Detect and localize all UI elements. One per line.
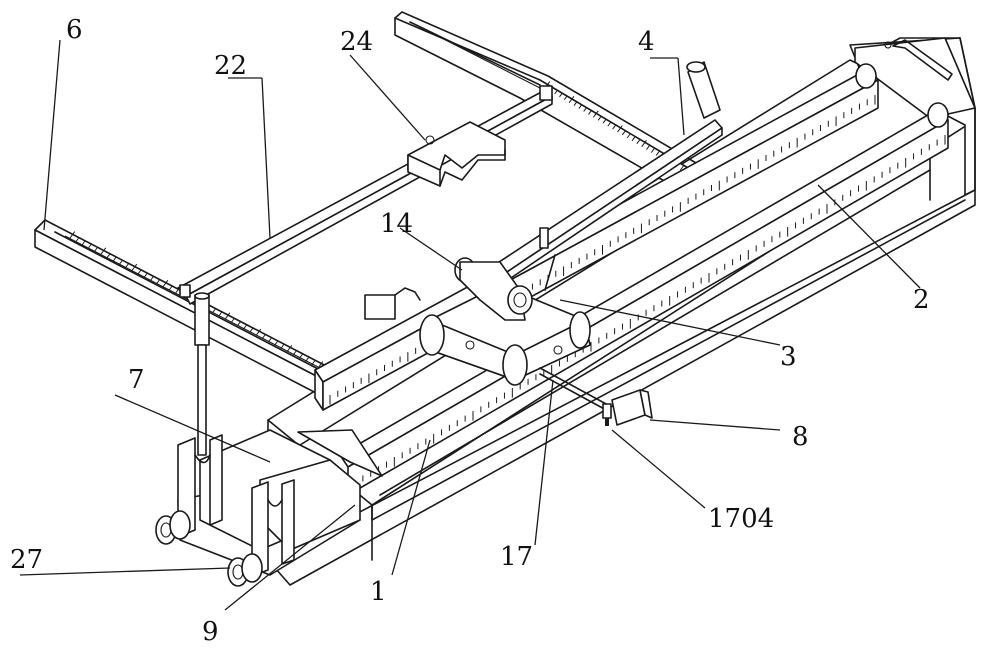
- scale-tick: [143, 272, 148, 278]
- sliding-block: [407, 121, 506, 187]
- scale-tick: [131, 263, 138, 271]
- scale-tick: [646, 145, 650, 150]
- scale-tick: [168, 285, 173, 291]
- scale-tick: [286, 345, 293, 353]
- scale-tick: [597, 115, 602, 121]
- scale-tick: [626, 133, 631, 139]
- scale-tick: [578, 104, 583, 109]
- label-17: 17: [500, 542, 533, 572]
- scale-tick: [150, 275, 155, 281]
- scale-tick: [592, 110, 599, 118]
- carriage: [419, 284, 591, 386]
- scale-tick: [236, 321, 241, 327]
- scale-tick: [305, 357, 310, 362]
- scale-tick: [212, 308, 217, 314]
- scale-tick: [568, 95, 575, 103]
- scale-tick: [100, 247, 107, 255]
- scale-tick: [298, 353, 303, 359]
- scale-tick: [631, 136, 636, 142]
- scale-tick: [280, 344, 285, 349]
- scale-tick: [641, 139, 647, 147]
- rod-and-sensor: [539, 367, 653, 426]
- handle-assembly: [364, 61, 723, 321]
- scale-tick: [274, 340, 279, 346]
- scale-tick: [137, 269, 142, 275]
- scale-tick: [602, 118, 607, 124]
- scale-tick: [554, 89, 559, 95]
- scale-tick: [255, 328, 262, 336]
- scale-tick: [573, 101, 578, 106]
- front-clamp: [155, 429, 383, 587]
- scale-tick: [156, 279, 161, 284]
- leader-lines: [19, 39, 921, 611]
- scale-tick: [655, 151, 660, 156]
- scale-tick: [174, 288, 179, 294]
- scale-tick: [230, 318, 235, 323]
- label-22: 22: [214, 51, 247, 81]
- scale-tick: [650, 148, 655, 153]
- scale-tick: [249, 327, 254, 333]
- label-24: 24: [340, 27, 373, 57]
- scale-tick: [292, 350, 297, 356]
- label-3: 3: [780, 342, 797, 372]
- scale-tick: [88, 243, 92, 249]
- scale-tick: [267, 337, 272, 343]
- scale-tick: [583, 107, 588, 112]
- left-scale-ticks: [69, 231, 324, 369]
- label-1: 1: [370, 577, 387, 607]
- scale-tick: [119, 259, 123, 265]
- scale-tick: [636, 139, 641, 145]
- label-6: 6: [66, 15, 83, 45]
- scale-tick: [588, 110, 592, 115]
- label-9: 9: [202, 617, 219, 647]
- label-27: 27: [10, 545, 43, 575]
- label-14: 14: [380, 209, 413, 239]
- scale-tick: [125, 262, 130, 268]
- scale-tick: [162, 280, 169, 288]
- scale-tick: [317, 361, 324, 369]
- label-8: 8: [792, 422, 809, 452]
- scale-tick: [94, 246, 99, 252]
- scale-tick: [113, 256, 117, 262]
- scale-tick: [75, 236, 80, 242]
- scale-tick: [106, 253, 111, 258]
- left-scale-bar: [34, 219, 331, 396]
- scale-tick: [261, 334, 266, 340]
- reference-numerals: 6 22 24 4 14 2 3 7 8 1704 17 27 1 9: [10, 15, 930, 647]
- scale-tick: [563, 95, 568, 101]
- scale-tick: [82, 240, 86, 245]
- scale-tick: [218, 311, 223, 317]
- scale-tick: [559, 92, 563, 98]
- scale-tick: [69, 231, 76, 239]
- scale-tick: [617, 125, 623, 133]
- label-1704: 1704: [708, 504, 774, 534]
- scale-tick: [621, 130, 626, 136]
- label-4: 4: [638, 27, 655, 57]
- scale-tick: [311, 360, 316, 366]
- scale-tick: [612, 124, 617, 130]
- scale-tick: [607, 121, 612, 127]
- scale-tick: [679, 165, 684, 171]
- label-2: 2: [913, 285, 930, 315]
- scale-tick: [224, 312, 231, 320]
- scale-tick: [243, 324, 248, 330]
- left-post: [194, 292, 210, 456]
- label-7: 7: [128, 365, 145, 395]
